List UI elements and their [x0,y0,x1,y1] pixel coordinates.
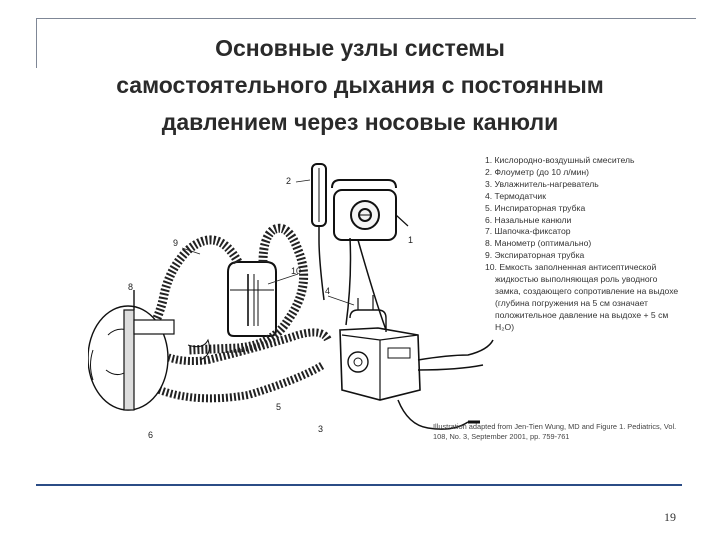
legend-item: 3. Увлажнитель-нагреватель [485,178,599,189]
legend-item: 2. Флоуметр (до 10 л/мин) [485,166,590,177]
legend-item: 5. Инспираторная трубка [485,202,586,213]
slide-frame-bottom [36,484,682,486]
legend-item: 6. Назальные канюли [485,214,572,225]
legend-item: 7. Шапочка-фиксатор [485,226,571,237]
cap-fixator [123,309,135,411]
cpap-system-illustration: 1 2 3 4 5 6 7 8 9 10 [88,163,494,440]
water-seal-jar [227,261,277,337]
callout-10: 10 [291,266,301,276]
callout-7: 7 [238,348,243,358]
title-line-1: Основные узлы системы [215,35,505,61]
title-line-2: самостоятельного дыхания с постоянным [116,72,604,98]
callout-8: 8 [128,282,133,292]
callout-9: 9 [173,238,178,248]
legend-item: 1. Кислородно-воздушный смеситель [485,155,635,165]
legend-item: 10. Емкость заполненная антисептической … [485,262,679,332]
illustration-credit: Illustration adapted from Jen-Tien Wung,… [433,422,677,441]
callout-2: 2 [286,176,291,186]
slide-title: Основные узлы системы самостоятельного д… [40,30,680,141]
slide-frame-left [36,18,37,68]
callout-4: 4 [325,286,330,296]
callout-5: 5 [276,402,281,412]
page-number: 19 [664,510,676,524]
callout-6: 6 [148,430,153,440]
slide-frame-top [36,18,696,19]
legend-item: 4. Термодатчик [485,190,546,201]
legend-item: 8. Манометр (оптимально) [485,238,592,249]
title-line-3: давлением через носовые канюли [161,109,559,135]
legend-item: 9. Экспираторная трубка [485,250,585,261]
callout-1: 1 [408,235,413,245]
component-legend: 1. Кислородно-воздушный смеситель 2. Фло… [485,155,685,334]
callout-3: 3 [318,424,323,434]
